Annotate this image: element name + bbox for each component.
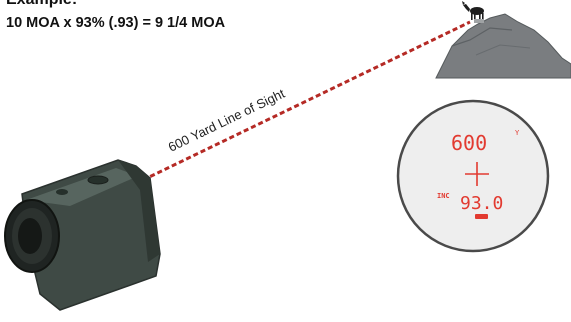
range-value: 600 (451, 131, 487, 155)
battery-icon (475, 214, 488, 219)
crosshair-icon (465, 162, 489, 186)
mountain (435, 13, 571, 79)
rangefinder-device (4, 159, 161, 311)
moa-formula: 10 MOA x 93% (.93) = 9 1/4 MOA (6, 15, 226, 31)
incline-value: 93.0 (460, 193, 503, 214)
mode-label: INC (437, 192, 450, 200)
example-heading: Example: (6, 0, 77, 9)
range-unit: Y (515, 129, 520, 137)
rangefinder-display: 600 Y INC 93.0 (396, 99, 550, 253)
eyepiece (4, 199, 60, 273)
line-of-sight (142, 20, 471, 182)
mountain-goat-icon (462, 1, 484, 23)
